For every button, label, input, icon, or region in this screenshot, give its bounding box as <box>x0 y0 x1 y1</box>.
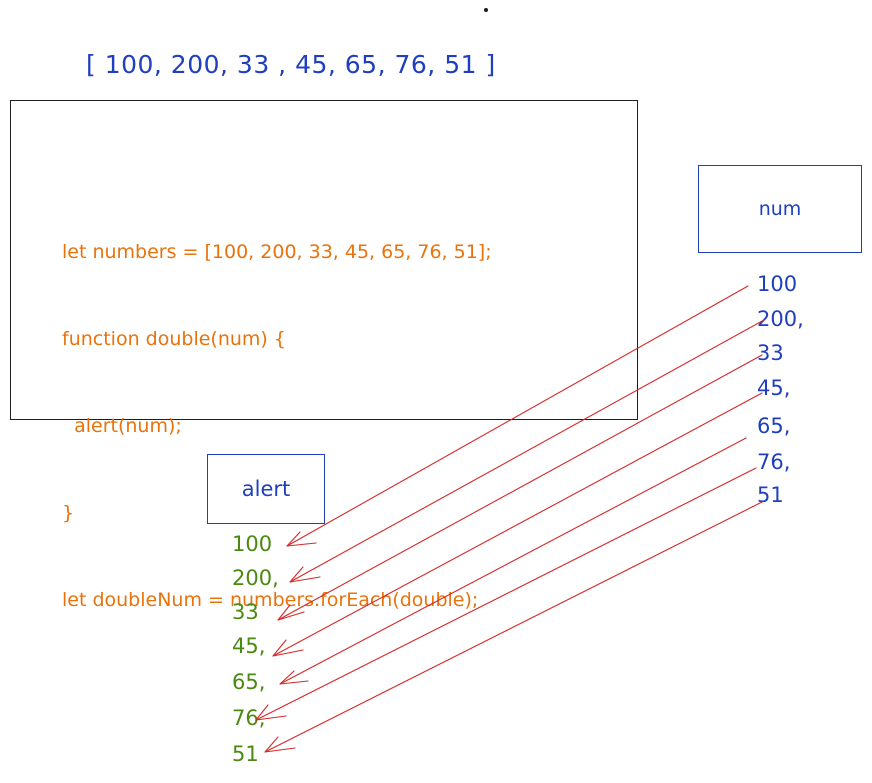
code-line: } <box>62 502 75 524</box>
num-box-label: num <box>758 198 802 220</box>
arrow-76 <box>255 467 757 721</box>
alert-value: 33 <box>232 600 259 624</box>
num-value: 76, <box>757 450 791 474</box>
code-line: alert(num); <box>62 415 182 437</box>
alert-value: 200, <box>232 566 279 590</box>
arrow-65 <box>279 437 747 685</box>
arrow-200 <box>289 319 765 583</box>
arrow-100 <box>286 285 749 547</box>
code-line: function double(num) { <box>62 328 286 350</box>
num-value: 200, <box>757 307 804 331</box>
code-line: let doubleNum = numbers.forEach(double); <box>62 589 479 611</box>
alert-value: 51 <box>232 742 259 766</box>
stray-dot <box>484 8 488 12</box>
arrow-45 <box>272 392 763 657</box>
code-box <box>10 100 638 420</box>
num-value: 65, <box>757 414 791 438</box>
alert-value: 100 <box>232 532 273 556</box>
alert-box: alert <box>207 454 325 524</box>
array-title: [ 100, 200, 33 , 45, 65, 76, 51 ] <box>86 50 496 79</box>
arrow-33 <box>277 354 763 621</box>
num-value: 100 <box>757 272 798 296</box>
code-block: let numbers = [100, 200, 33, 45, 65, 76,… <box>62 180 492 673</box>
alert-box-label: alert <box>241 477 291 501</box>
num-value: 45, <box>757 376 791 400</box>
num-value: 51 <box>757 483 784 507</box>
num-box: num <box>698 165 862 253</box>
alert-value: 65, <box>232 670 266 694</box>
arrow-51 <box>264 501 763 753</box>
num-value: 33 <box>757 341 784 365</box>
code-line: let numbers = [100, 200, 33, 45, 65, 76,… <box>62 241 492 263</box>
alert-value: 45, <box>232 634 266 658</box>
